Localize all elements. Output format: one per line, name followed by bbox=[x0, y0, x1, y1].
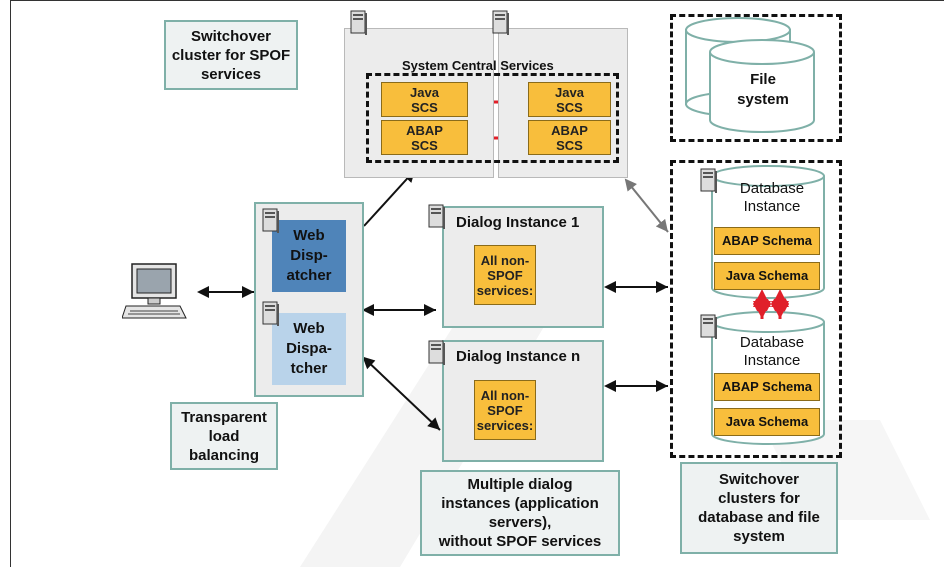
note-line: system bbox=[733, 528, 785, 545]
note-line: balancing bbox=[188, 446, 259, 464]
dispatcher-label: Dispa- bbox=[286, 340, 332, 357]
dispatcher-label: Web bbox=[293, 227, 325, 244]
server-icon bbox=[700, 168, 718, 199]
scs-label: SCS bbox=[556, 137, 583, 153]
server-icon bbox=[428, 340, 446, 371]
note-transparent-lb: Transparent load balancing bbox=[170, 402, 278, 470]
scs-label: Java bbox=[410, 84, 439, 100]
note-line: load bbox=[208, 427, 240, 445]
scs-label: ABAP bbox=[406, 122, 443, 138]
scs-label: SCS bbox=[556, 99, 583, 115]
arrow-dispatcher-dialogn bbox=[362, 356, 441, 431]
db-instance-title: Database Instance bbox=[722, 334, 822, 370]
note-line: clusters for bbox=[718, 490, 800, 507]
web-dispatcher-standby: Web Dispa- tcher bbox=[272, 313, 346, 385]
server-icon bbox=[492, 10, 510, 41]
note-line: Multiple dialog bbox=[467, 476, 573, 493]
db-title-line: Database bbox=[739, 334, 805, 351]
java-schema: Java Schema bbox=[714, 408, 820, 436]
note-switchover-db: Switchover clusters for database and fil… bbox=[680, 462, 838, 554]
arrow-scs-db bbox=[624, 178, 669, 233]
file-system-text: system bbox=[737, 91, 789, 108]
database-cluster-boundary bbox=[670, 160, 842, 458]
client-pc-icon bbox=[121, 262, 188, 327]
scs-label: SCS bbox=[411, 99, 438, 115]
file-system-text: File bbox=[750, 71, 776, 88]
java-scs-right: Java SCS bbox=[528, 82, 611, 117]
scs-cluster-boundary bbox=[366, 73, 619, 163]
file-system-cluster-boundary bbox=[670, 14, 842, 142]
abap-schema: ABAP Schema bbox=[714, 227, 820, 255]
dialog-instance-n bbox=[442, 340, 604, 462]
scs-title: System Central Services bbox=[402, 58, 554, 73]
services-label: All non- bbox=[480, 252, 530, 268]
note-line: servers), bbox=[488, 514, 552, 531]
server-icon bbox=[700, 314, 718, 345]
dispatcher-label: tcher bbox=[290, 360, 328, 377]
server-icon bbox=[262, 301, 280, 332]
services-label: services: bbox=[476, 282, 534, 298]
dialog-instance-title: Dialog Instance n bbox=[456, 348, 581, 365]
note-switchover-spof: Switchover cluster for SPOF services bbox=[164, 20, 298, 90]
server-icon bbox=[428, 204, 446, 235]
java-scs-left: Java SCS bbox=[381, 82, 468, 117]
scs-label: SCS bbox=[411, 137, 438, 153]
scs-label: Java bbox=[555, 84, 584, 100]
note-line: Switchover bbox=[718, 471, 800, 488]
server-icon bbox=[262, 208, 280, 239]
note-line: cluster for SPOF bbox=[171, 46, 291, 64]
abap-scs-left: ABAP SCS bbox=[381, 120, 468, 155]
non-spof-services: All non- SPOF services: bbox=[474, 245, 536, 305]
db-title-line: Instance bbox=[743, 198, 801, 215]
java-schema: Java Schema bbox=[714, 262, 820, 290]
note-line: database and file bbox=[698, 509, 820, 526]
services-label: services: bbox=[476, 417, 534, 433]
services-label: SPOF bbox=[487, 267, 523, 283]
dispatcher-label: Web bbox=[293, 320, 325, 337]
services-label: SPOF bbox=[487, 402, 523, 418]
diagram-frame bbox=[10, 0, 944, 567]
note-line: Switchover bbox=[190, 27, 271, 45]
scs-label: ABAP bbox=[551, 122, 588, 138]
note-line: instances (application bbox=[441, 495, 599, 512]
arrow-dispatcher-scs bbox=[363, 169, 416, 227]
dialog-instance-title: Dialog Instance 1 bbox=[456, 214, 580, 231]
note-multiple-dialog: Multiple dialog instances (application s… bbox=[420, 470, 620, 556]
server-icon bbox=[350, 10, 368, 41]
note-line: without SPOF services bbox=[438, 533, 602, 550]
db-instance-title: Database Instance bbox=[722, 180, 822, 216]
note-line: Transparent bbox=[181, 408, 267, 426]
db-title-line: Database bbox=[739, 180, 805, 197]
db-title-line: Instance bbox=[743, 352, 801, 369]
services-label: All non- bbox=[480, 387, 530, 403]
note-line: services bbox=[200, 65, 262, 83]
dispatcher-label: atcher bbox=[286, 267, 332, 284]
non-spof-services: All non- SPOF services: bbox=[474, 380, 536, 440]
file-system-label: File system bbox=[728, 70, 798, 110]
web-dispatcher-active: Web Disp- atcher bbox=[272, 220, 346, 292]
dispatcher-label: Disp- bbox=[290, 247, 328, 264]
abap-schema: ABAP Schema bbox=[714, 373, 820, 401]
abap-scs-right: ABAP SCS bbox=[528, 120, 611, 155]
